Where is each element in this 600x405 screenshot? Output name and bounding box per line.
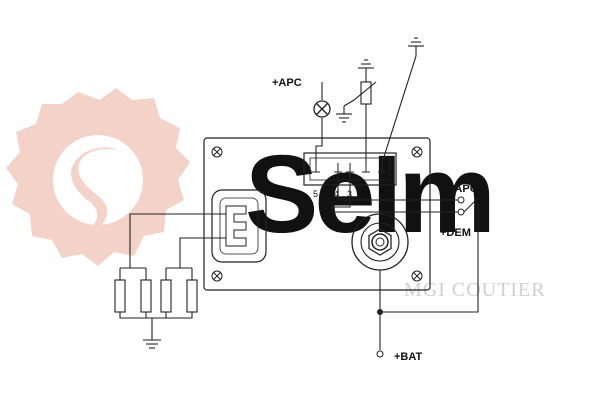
mounting-screws (211, 146, 423, 282)
label-dem: +DEM (440, 227, 471, 239)
ground-icon (143, 339, 161, 349)
screw-icon (411, 146, 423, 158)
resistor-icon (140, 279, 152, 313)
three-pin-connector (211, 189, 267, 263)
wire-resistor-b (179, 237, 226, 268)
junction-nodes (376, 196, 465, 358)
watermark-gear-icon (6, 88, 190, 266)
wire-pin1-ground (381, 46, 417, 164)
pin-label: 5 (313, 189, 318, 199)
watermark-subtitle-text: MGI COUTIER (404, 279, 546, 301)
pin-label: 2 (363, 189, 368, 199)
sensor-resistor-icon (343, 81, 377, 114)
wire-resistor-a (129, 213, 226, 268)
wire-pin5-lamp (315, 118, 323, 163)
screw-icon (211, 270, 223, 282)
label-apc-side: +APC (448, 183, 478, 195)
screw-icon (411, 270, 423, 282)
ground-icon (336, 113, 352, 123)
watermark: SeIm MGI COUTIER (6, 88, 546, 301)
lamp-icon (313, 100, 331, 118)
pin-label: 4 (334, 189, 339, 199)
wire-switch-bat (380, 204, 479, 313)
pin-label: 1 (379, 189, 384, 199)
wire-pin3-dem (331, 172, 458, 213)
terminal-apc (457, 196, 465, 204)
label-apc-top: +APC (272, 77, 302, 89)
ground-icon (358, 59, 374, 69)
wire-pin4-apc (337, 172, 458, 201)
resistor-icon (186, 279, 198, 313)
terminal-bat (376, 350, 384, 358)
resistor-icon (114, 279, 126, 313)
ground-icon (408, 37, 424, 47)
resistor-bank (114, 279, 198, 313)
switch-contact (463, 197, 479, 213)
resistor-icon (160, 279, 172, 313)
wires (119, 46, 479, 350)
screw-icon (211, 146, 223, 158)
terminal-dem (457, 208, 465, 216)
label-bat: +BAT (394, 351, 422, 363)
